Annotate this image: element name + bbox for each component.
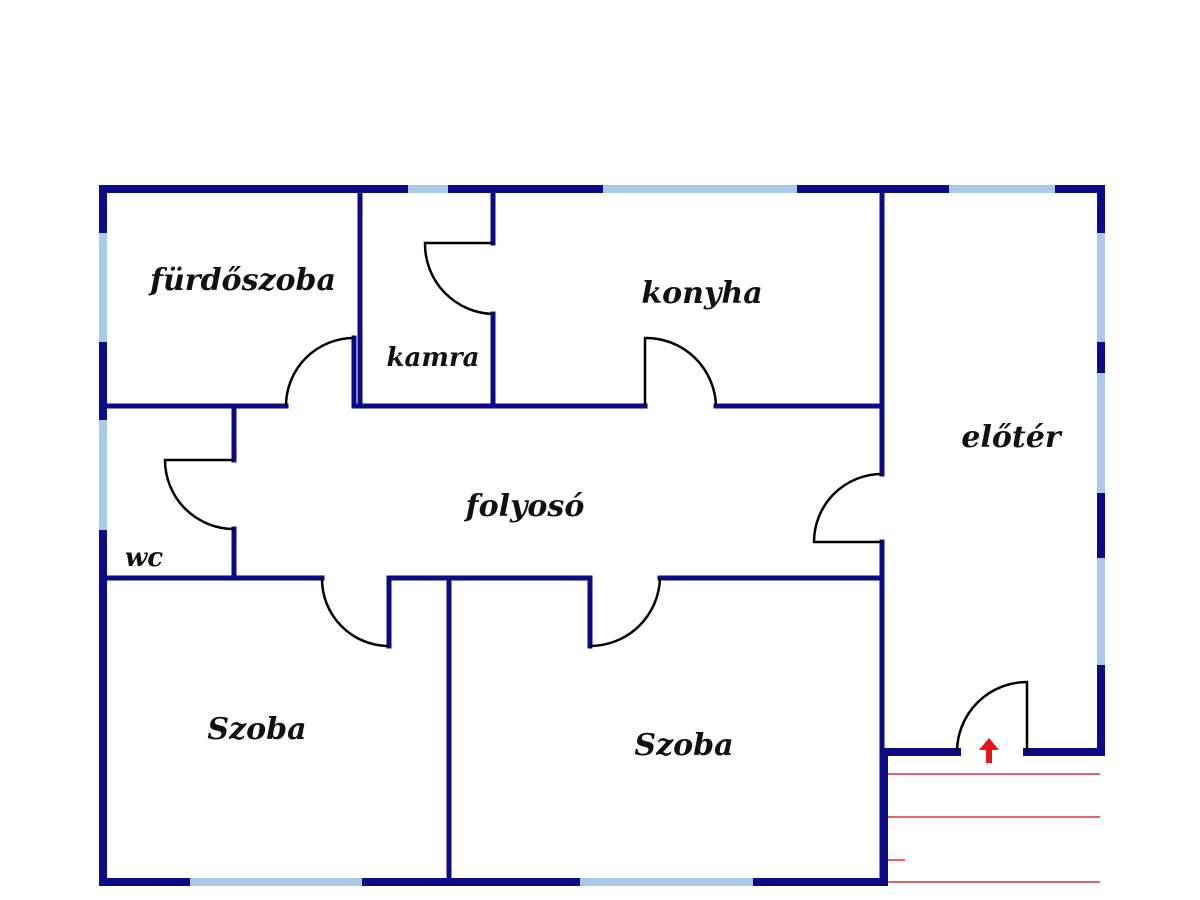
doors bbox=[163, 241, 1029, 753]
label-pantry: kamra bbox=[387, 343, 480, 373]
door-kitchen bbox=[643, 336, 718, 407]
label-wc: wc bbox=[125, 543, 163, 573]
label-room-right: Szoba bbox=[634, 728, 733, 763]
door-bedroom-left bbox=[320, 577, 390, 648]
door-bathroom bbox=[284, 336, 355, 407]
door-bedroom-right bbox=[589, 577, 662, 648]
label-bathroom: fürdőszoba bbox=[148, 263, 336, 298]
label-hall: előtér bbox=[961, 420, 1062, 455]
label-room-left: Szoba bbox=[207, 712, 306, 747]
door-pantry bbox=[423, 241, 494, 316]
up-arrow-shaft bbox=[986, 749, 992, 763]
interior-walls bbox=[100, 186, 885, 885]
label-kitchen: konyha bbox=[641, 276, 762, 311]
room-labels: fürdőszoba kamra konyha előtér folyosó w… bbox=[125, 263, 1063, 763]
stairs bbox=[888, 773, 1100, 883]
up-arrow-icon bbox=[979, 738, 999, 763]
door-hall bbox=[812, 472, 883, 544]
door-wc bbox=[163, 458, 235, 531]
door-entrance bbox=[955, 680, 1029, 753]
up-arrow-head bbox=[979, 738, 999, 750]
windows bbox=[99, 185, 1105, 886]
label-corridor: folyosó bbox=[464, 489, 585, 524]
